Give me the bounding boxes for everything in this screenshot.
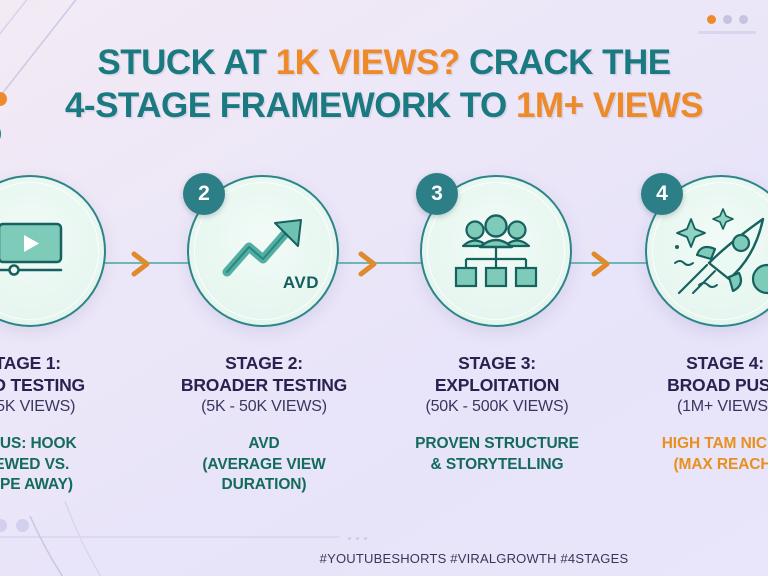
people-org-chart-icon — [454, 214, 538, 288]
stage-badge-3: 3 — [416, 173, 458, 215]
stage-node-1[interactable]: 1 — [0, 175, 106, 327]
stage-badge-4: 4 — [641, 173, 683, 215]
title-highlight-1k: 1K VIEWS? — [275, 43, 461, 82]
connector-line — [0, 262, 768, 264]
stage-pipeline: 1 2 AVD — [0, 173, 768, 350]
stage-1-focus: FOCUS: HOOK(VIEWED VS.SWIPE AWAY) — [0, 435, 77, 494]
stage-node-2[interactable]: 2 AVD — [183, 173, 339, 327]
tri-dot-1 — [348, 537, 351, 540]
stage-caption-3: STAGE 3: EXPLOITATION (50K - 500K VIEWS)… — [382, 352, 612, 475]
connector-chevron-3 — [591, 251, 610, 277]
rocket-icon — [674, 208, 768, 295]
window-bar-decoration — [698, 31, 756, 34]
stage-caption-4: STAGE 4: BROAD PUSH (1M+ VIEWS) HIGH TAM… — [610, 352, 768, 475]
stage-3-heading: STAGE 3: — [458, 353, 536, 373]
window-dot-gray-2 — [739, 14, 748, 24]
connector-chevron-2 — [358, 251, 377, 277]
stage-node-3[interactable]: 3 — [416, 173, 572, 327]
stage-1-range: (0 - 5K VIEWS) — [0, 398, 76, 416]
stage-4-range: (1M+ VIEWS) — [676, 398, 768, 416]
stage-2-range: (5K - 50K VIEWS) — [201, 398, 327, 416]
growth-arrow-icon — [222, 219, 302, 277]
connector-chevron-1 — [131, 251, 150, 277]
footer-hashtags: #YOUTUBESHORTS #VIRALGROWTH #4STAGES — [319, 551, 629, 566]
stage-node-4[interactable]: 4 — [641, 173, 768, 327]
stage-2-heading: STAGE 2: — [225, 353, 303, 373]
stage-caption-2: STAGE 2: BROADER TESTING (5K - 50K VIEWS… — [149, 352, 379, 496]
title-line-2: 4-STAGE FRAMEWORK TO 1M+ VIEWS — [64, 85, 704, 125]
tri-dot-3 — [364, 537, 367, 540]
stage-4-heading: STAGE 4: — [686, 353, 764, 373]
title-line-1: STUCK AT 1K VIEWS? CRACK THE — [97, 43, 671, 82]
bl-dot-1 — [0, 519, 7, 532]
bottom-left-dots-decoration — [0, 519, 29, 532]
video-player-icon — [0, 222, 63, 276]
avd-icon-label: AVD — [282, 273, 319, 292]
window-dots-decoration — [701, 12, 754, 26]
stage-3-focus: PROVEN STRUCTURE& STORYTELLING — [415, 435, 579, 473]
stage-captions: STAGE 1: SEED TESTING (0 - 5K VIEWS) FOC… — [0, 352, 768, 512]
tri-dot-2 — [356, 537, 359, 540]
title-highlight-1m: 1M+ VIEWS — [515, 85, 704, 125]
stage-4-name: BROAD PUSH — [667, 375, 768, 396]
window-dot-orange — [707, 14, 716, 24]
stage-2-name: BROADER TESTING — [180, 375, 348, 396]
stage-1-name: SEED TESTING — [0, 375, 85, 396]
stage-3-range: (50K - 500K VIEWS) — [425, 398, 569, 416]
bottom-left-line-decoration — [0, 536, 340, 538]
stage-3-name: EXPLOITATION — [434, 375, 560, 396]
stage-caption-1: STAGE 1: SEED TESTING (0 - 5K VIEWS) FOC… — [0, 352, 137, 496]
bl-dot-2 — [16, 519, 29, 532]
stage-4-focus: HIGH TAM NICHE(MAX REACH) — [661, 435, 768, 473]
page-title: STUCK AT 1K VIEWS? CRACK THE 4-STAGE FRA… — [0, 42, 768, 127]
bottom-left-tri-dots-decoration — [348, 537, 367, 540]
stage-1-heading: STAGE 1: — [0, 353, 61, 373]
window-dot-gray-1 — [723, 14, 732, 24]
stage-badge-2: 2 — [183, 173, 225, 215]
